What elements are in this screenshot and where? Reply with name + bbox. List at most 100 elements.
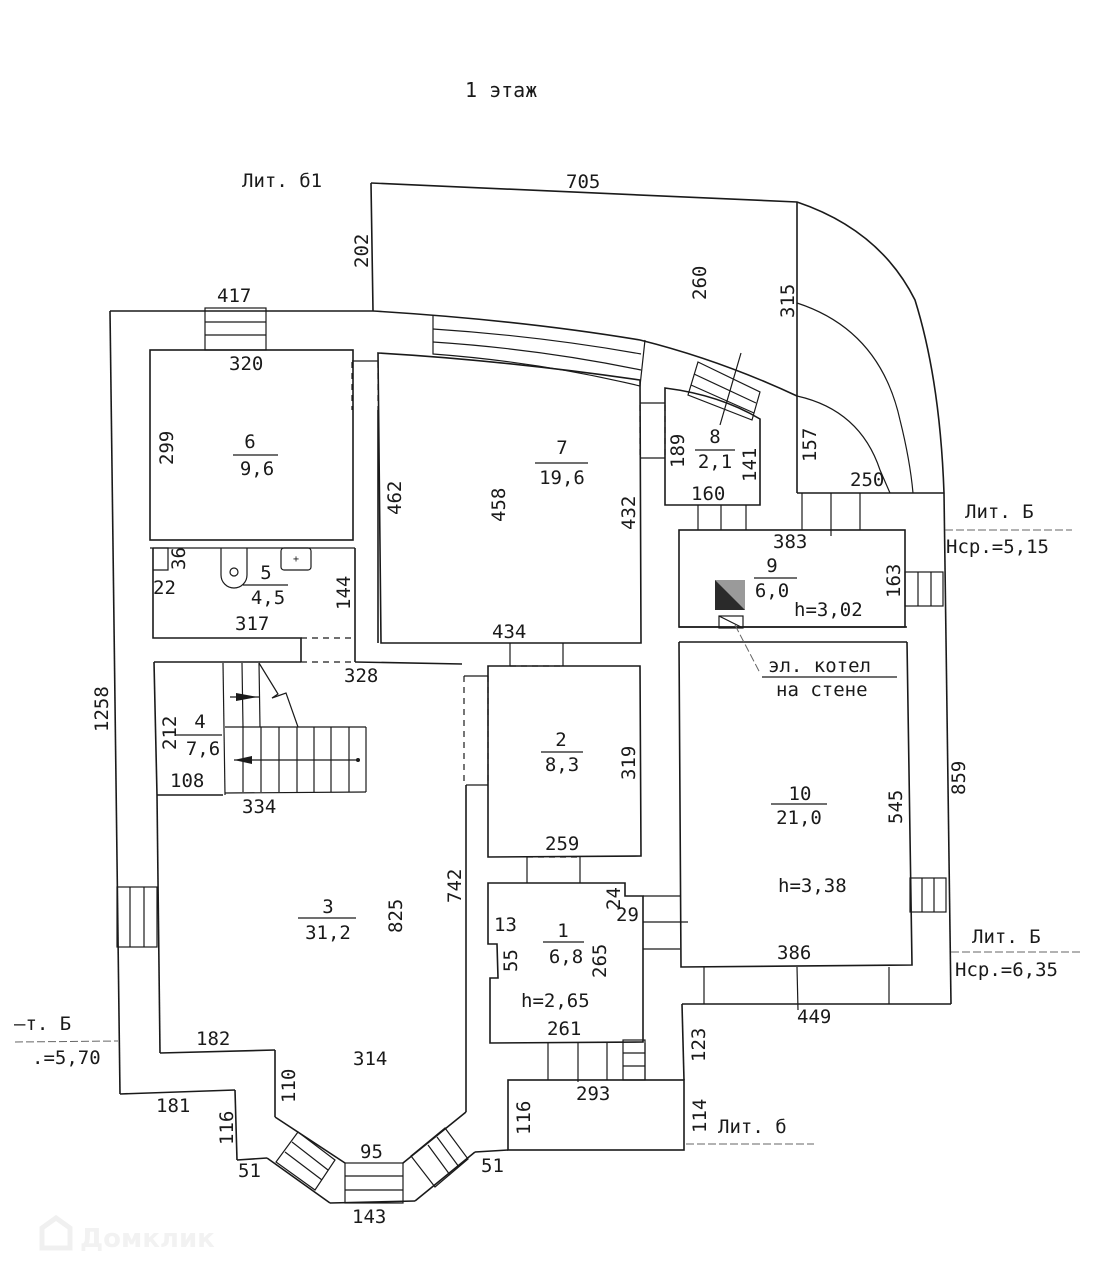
svg-text:13: 13 bbox=[494, 914, 517, 936]
svg-text:319: 319 bbox=[618, 746, 640, 780]
room-2 bbox=[487, 643, 642, 883]
svg-text:6: 6 bbox=[244, 431, 255, 453]
svg-text:160: 160 bbox=[691, 483, 725, 505]
svg-text:825: 825 bbox=[385, 899, 407, 933]
svg-text:742: 742 bbox=[444, 869, 466, 903]
svg-text:4: 4 bbox=[194, 711, 205, 733]
svg-text:157: 157 bbox=[799, 428, 821, 462]
svg-text:108: 108 bbox=[170, 770, 204, 792]
svg-text:328: 328 bbox=[344, 665, 378, 687]
boiler-note-line1: эл. котел bbox=[768, 655, 871, 677]
svg-text:36: 36 bbox=[168, 547, 190, 570]
svg-text:250: 250 bbox=[850, 469, 884, 491]
svg-text:182: 182 bbox=[196, 1028, 230, 1050]
svg-text:383: 383 bbox=[773, 531, 807, 553]
lit-b1-label: Лит. б1 bbox=[242, 170, 322, 192]
room-1 bbox=[487, 882, 688, 1082]
lit-B-lower-name: Лит. Б bbox=[972, 926, 1041, 948]
svg-text:3: 3 bbox=[322, 896, 333, 918]
dimension-labels-vertical: 202 260 315 299 462 458 432 189 141 157 … bbox=[91, 234, 970, 1145]
room-5: + bbox=[152, 547, 356, 662]
svg-text:432: 432 bbox=[618, 496, 640, 530]
svg-text:55: 55 bbox=[500, 949, 522, 972]
lit-B-lower-height: Нср.=6,35 bbox=[955, 959, 1058, 981]
svg-text:259: 259 bbox=[545, 833, 579, 855]
svg-text:95: 95 bbox=[360, 1141, 383, 1163]
svg-text:261: 261 bbox=[547, 1018, 581, 1040]
room-label-5: 5 4,5 bbox=[243, 562, 288, 609]
svg-text:116: 116 bbox=[513, 1101, 535, 1135]
svg-text:6,8: 6,8 bbox=[549, 946, 583, 968]
svg-text:320: 320 bbox=[229, 353, 263, 375]
room-label-6: 6 9,6 bbox=[233, 431, 278, 480]
svg-text:h=2,65: h=2,65 bbox=[521, 990, 590, 1012]
svg-text:31,2: 31,2 bbox=[305, 922, 351, 944]
svg-text:2,1: 2,1 bbox=[698, 451, 732, 473]
svg-text:458: 458 bbox=[488, 488, 510, 522]
room-10 bbox=[678, 641, 913, 1011]
svg-text:110: 110 bbox=[278, 1069, 300, 1103]
lit-b-bottom-label: Лит. б bbox=[718, 1116, 787, 1138]
lit-B-left-name: —т. Б bbox=[14, 1013, 71, 1035]
room-label-3: 3 31,2 bbox=[298, 896, 356, 944]
boiler-note-line2: на стене bbox=[776, 679, 868, 701]
svg-text:260: 260 bbox=[689, 266, 711, 300]
stair-break-icon bbox=[258, 662, 299, 728]
room-label-2: 2 8,3 bbox=[541, 729, 583, 776]
svg-text:8: 8 bbox=[709, 426, 720, 448]
toilet-icon bbox=[220, 548, 248, 589]
svg-text:21,0: 21,0 bbox=[776, 807, 822, 829]
svg-text:h=3,02: h=3,02 bbox=[794, 599, 863, 621]
svg-text:22: 22 bbox=[153, 577, 176, 599]
wall-boiler-icon bbox=[718, 615, 744, 629]
svg-text:141: 141 bbox=[739, 448, 761, 482]
svg-text:+: + bbox=[293, 554, 299, 565]
svg-text:462: 462 bbox=[384, 481, 406, 515]
leader-lit-B-left bbox=[14, 1040, 119, 1043]
svg-text:705: 705 bbox=[566, 171, 600, 193]
svg-text:19,6: 19,6 bbox=[539, 467, 585, 489]
svg-text:4,5: 4,5 bbox=[251, 587, 285, 609]
svg-text:2: 2 bbox=[555, 729, 566, 751]
svg-text:386: 386 bbox=[777, 942, 811, 964]
svg-text:315: 315 bbox=[777, 284, 799, 318]
svg-text:6,0: 6,0 bbox=[755, 580, 789, 602]
svg-text:334: 334 bbox=[242, 796, 276, 818]
watermark: Домклик bbox=[39, 1214, 215, 1254]
room-label-1: 1 6,8 h=2,65 bbox=[521, 920, 590, 1012]
svg-text:114: 114 bbox=[689, 1099, 711, 1133]
svg-text:212: 212 bbox=[159, 716, 181, 750]
svg-text:51: 51 bbox=[238, 1160, 261, 1182]
arrow-icon bbox=[234, 756, 252, 764]
svg-text:5: 5 bbox=[260, 562, 271, 584]
room-label-7: 7 19,6 bbox=[535, 437, 588, 489]
dimension-labels-horizontal: 705 417 320 160 250 383 22 317 434 328 1… bbox=[153, 171, 884, 1228]
boiler-icon bbox=[715, 580, 745, 610]
svg-text:144: 144 bbox=[333, 576, 355, 610]
floor-title: 1 этаж bbox=[465, 78, 537, 102]
svg-text:1: 1 bbox=[557, 920, 568, 942]
room-label-8: 8 2,1 bbox=[695, 426, 735, 473]
svg-text:189: 189 bbox=[667, 434, 689, 468]
svg-text:h=3,38: h=3,38 bbox=[778, 875, 847, 897]
svg-text:24: 24 bbox=[603, 887, 625, 910]
svg-text:545: 545 bbox=[885, 790, 907, 824]
room-9 bbox=[678, 529, 907, 674]
svg-text:449: 449 bbox=[797, 1006, 831, 1028]
sink-icon bbox=[280, 547, 312, 571]
svg-text:116: 116 bbox=[216, 1111, 238, 1145]
svg-text:299: 299 bbox=[156, 431, 178, 465]
svg-text:7: 7 bbox=[556, 437, 567, 459]
svg-text:293: 293 bbox=[576, 1083, 610, 1105]
connector-9-top bbox=[801, 493, 861, 536]
svg-text:29: 29 bbox=[616, 904, 639, 926]
lit-B-upper-name: Лит. Б bbox=[965, 501, 1034, 523]
house-logo-icon bbox=[39, 1214, 73, 1251]
room-4-stairs bbox=[153, 661, 463, 796]
svg-text:317: 317 bbox=[235, 613, 269, 635]
svg-text:181: 181 bbox=[156, 1095, 190, 1117]
room-label-4: 4 7,6 bbox=[176, 711, 222, 760]
svg-text:163: 163 bbox=[883, 564, 905, 598]
svg-text:434: 434 bbox=[492, 621, 526, 643]
